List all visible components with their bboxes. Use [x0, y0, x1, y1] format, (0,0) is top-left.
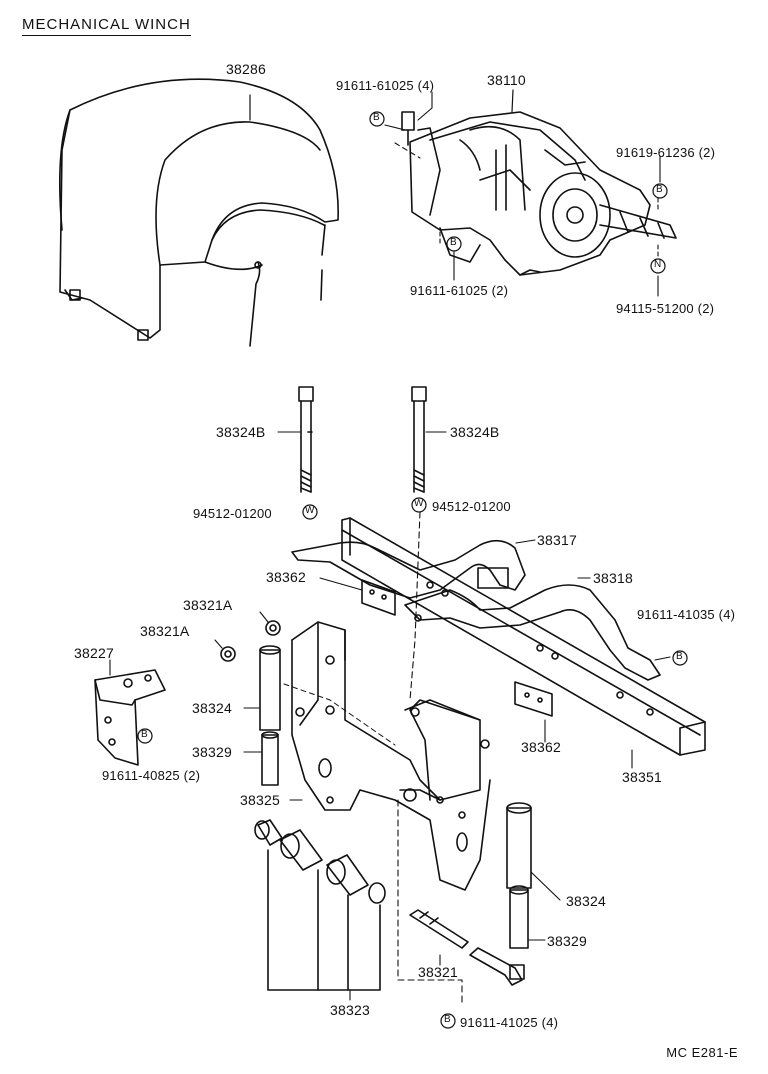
label-washer-left: 94512-01200 [193, 506, 272, 521]
marker-circles [137, 111, 688, 1029]
label-spacer-right: 38329 [547, 933, 587, 949]
label-bolt-b-1: 91611-61025 (4) [336, 78, 435, 93]
marker-b-5: B [141, 729, 148, 740]
long-bolts-drawing [277, 386, 447, 493]
center-dashed-line [409, 511, 421, 701]
marker-w-1: W [305, 505, 315, 516]
label-nut-n: 94115-51200 (2) [616, 301, 715, 316]
label-bushing-set: 38323 [330, 1002, 370, 1018]
label-rail: 38351 [622, 769, 662, 785]
label-bolt-bottom: 91611-41025 (4) [460, 1015, 559, 1030]
label-frame-upper: 38317 [537, 532, 577, 548]
diagram-title: MECHANICAL WINCH [22, 16, 191, 36]
label-sleeve-left: 38324 [192, 700, 232, 716]
marker-b-1: B [373, 112, 380, 123]
diagram-code: MC E281-E [666, 1045, 738, 1060]
label-bracket-main: 38325 [240, 792, 280, 808]
winch-cover-drawing [58, 78, 339, 347]
label-winch: 38110 [487, 72, 526, 88]
label-spacer-left: 38329 [192, 744, 232, 760]
label-bolt-frame: 91611-41035 (4) [637, 607, 736, 622]
marker-n-1: N [654, 259, 662, 270]
marker-b-6: B [444, 1014, 451, 1025]
label-frame-lower: 38318 [593, 570, 633, 586]
label-nut-a-2: 38321A [140, 623, 190, 639]
label-bracket-small: 38227 [74, 645, 114, 661]
pin-and-bolt-drawing [409, 909, 525, 986]
small-bracket-drawing [94, 659, 166, 766]
label-pin: 38321 [418, 964, 458, 980]
lower-dashed-line [397, 799, 463, 1006]
bushing-set-drawing [254, 819, 386, 1001]
frame-rails-drawing [291, 517, 706, 769]
label-bolt-b-3: 91619-61236 (2) [616, 145, 716, 160]
winch-assembly-drawing [401, 89, 677, 276]
label-plate-right: 38362 [521, 739, 561, 755]
label-bolt-left: 38324B [216, 424, 266, 440]
label-sleeve-right: 38324 [566, 893, 606, 909]
marker-b-4: B [676, 651, 683, 662]
label-bolt-small: 91611-40825 (2) [102, 768, 201, 783]
marker-b-2: B [450, 237, 457, 248]
label-nut-a-1: 38321A [183, 597, 233, 613]
label-cover: 38286 [226, 61, 266, 77]
label-bolt-right: 38324B [450, 424, 500, 440]
marker-b-3: B [656, 184, 663, 195]
marker-w-2: W [414, 498, 424, 509]
nuts-drawing [214, 611, 281, 662]
sleeve-spacer-left-drawing [243, 645, 396, 786]
winch-leader-lines [384, 91, 661, 297]
main-bracket-drawing [289, 621, 491, 891]
sleeve-spacer-right-drawing [506, 802, 561, 949]
label-washer-right: 94512-01200 [432, 499, 511, 514]
label-plate-left: 38362 [266, 569, 306, 585]
label-bolt-b-2: 91611-61025 (2) [410, 283, 509, 298]
